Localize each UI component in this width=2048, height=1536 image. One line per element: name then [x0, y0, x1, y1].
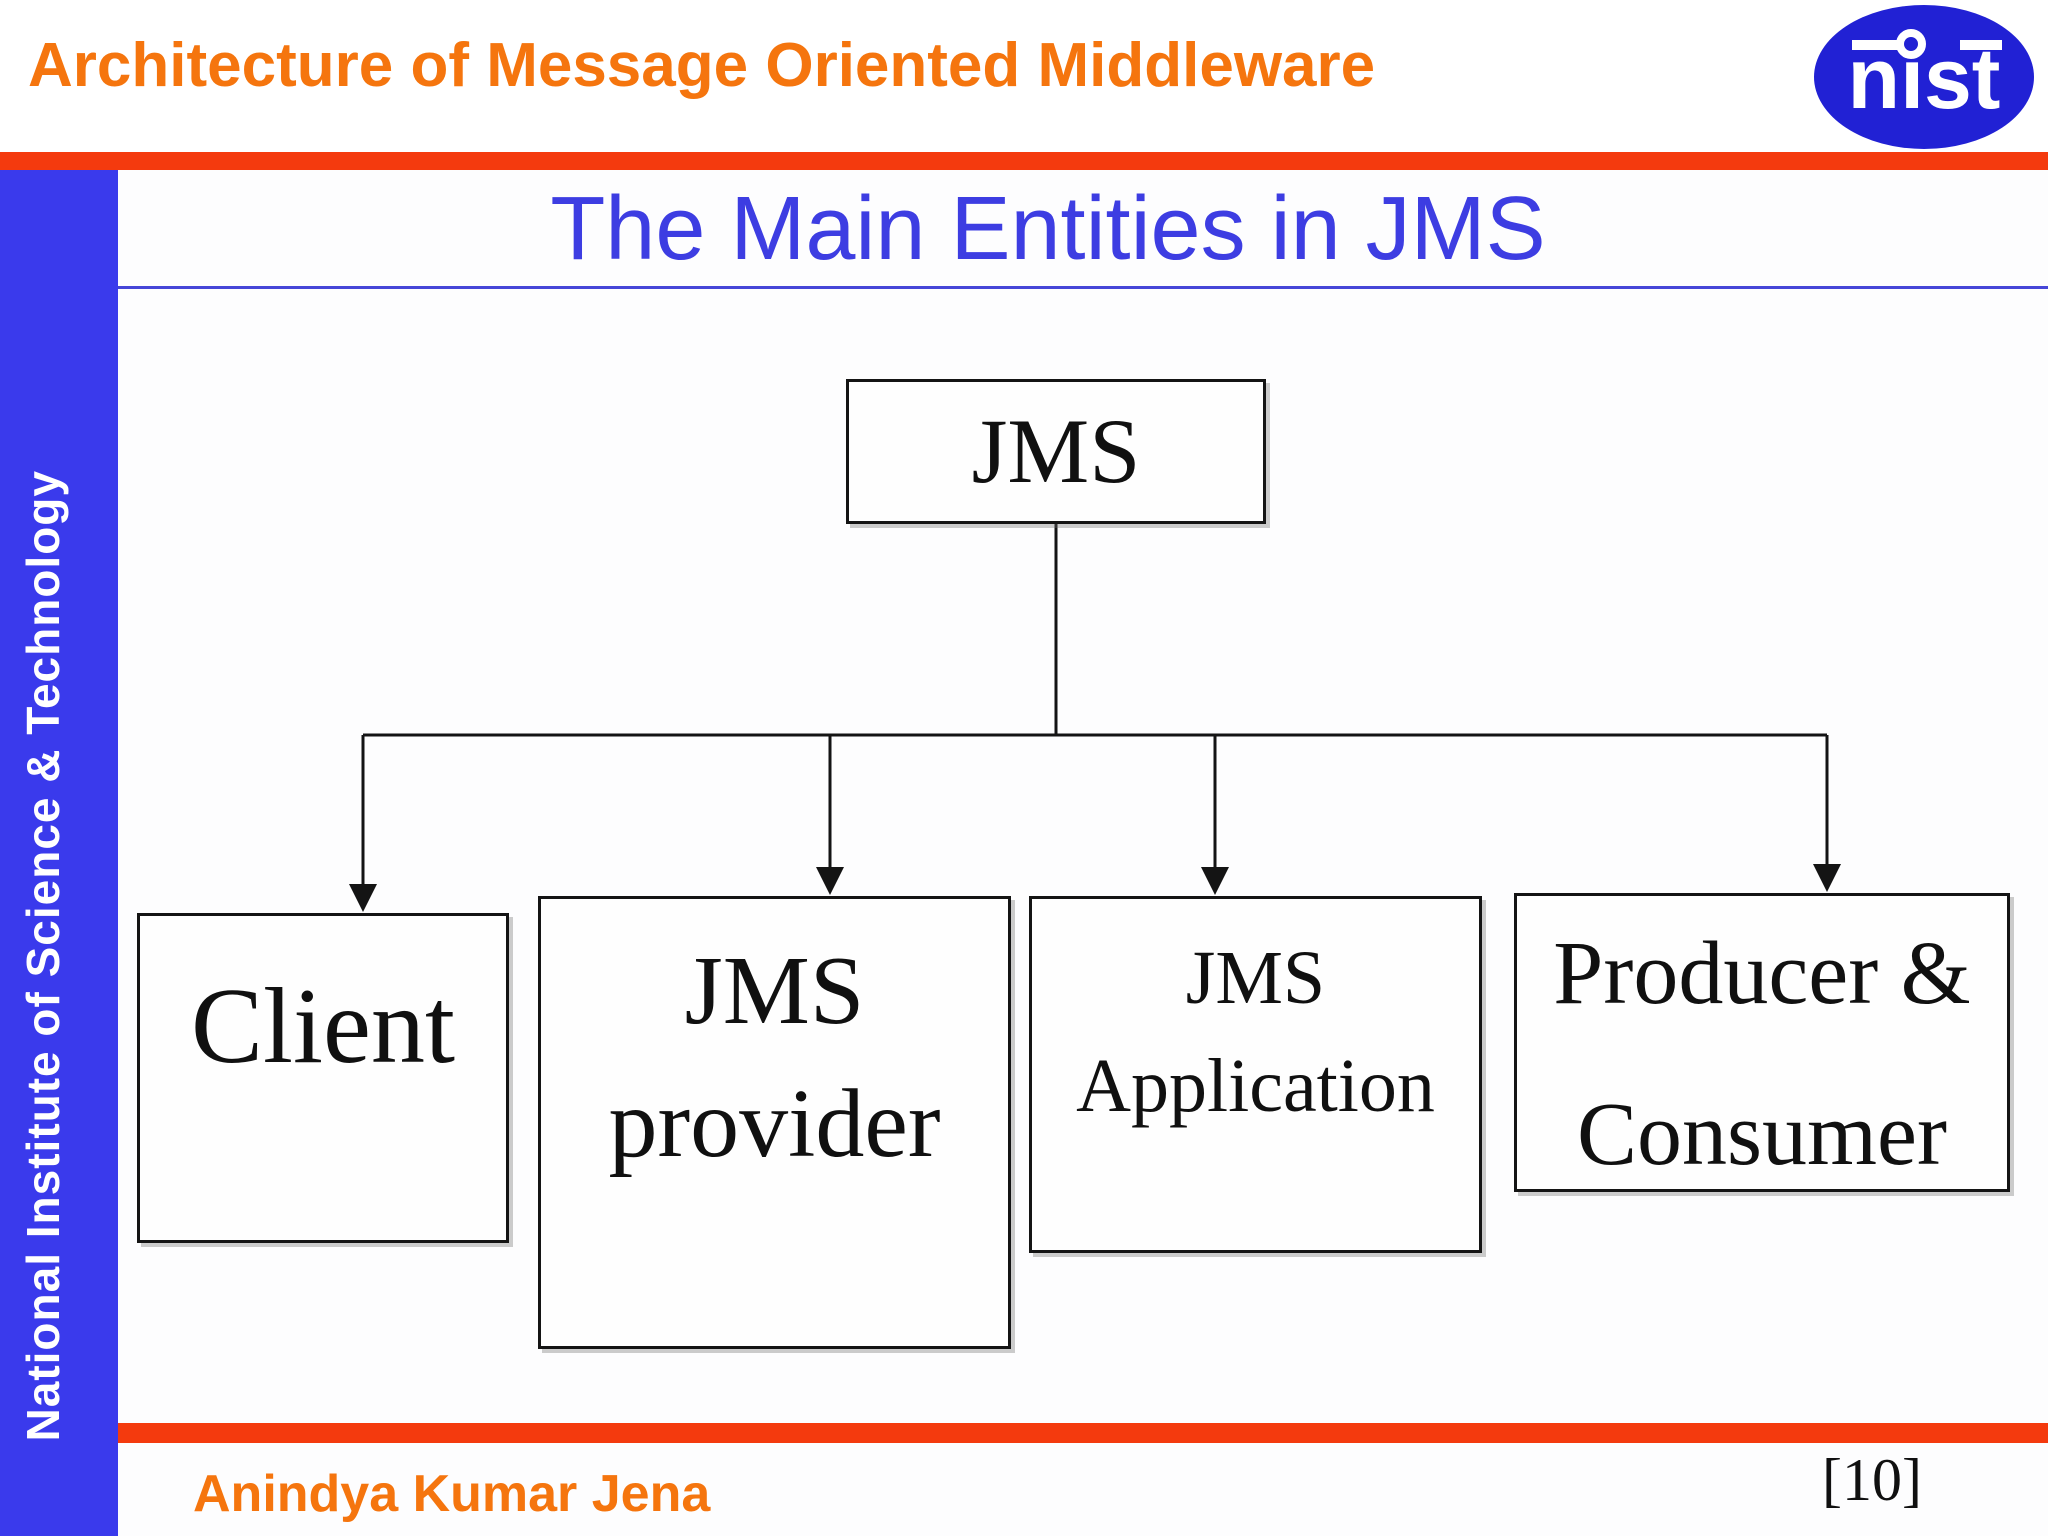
nist-logo: nıst: [1814, 5, 2034, 149]
arrow-to-application: [1201, 867, 1229, 895]
diagram-node-jms-application: JMS Application: [1029, 896, 1482, 1253]
node-label-line1: JMS: [684, 937, 865, 1045]
node-label: JMS: [971, 400, 1141, 502]
arrow-to-provider: [816, 867, 844, 895]
diagram-node-client: Client: [137, 913, 509, 1243]
arrow-to-producer: [1813, 864, 1841, 892]
diagram-node-jms: JMS: [846, 379, 1266, 524]
top-divider-bar: [0, 152, 2048, 170]
header-bar: Architecture of Message Oriented Middlew…: [0, 0, 2048, 152]
node-label-line1: JMS: [1185, 936, 1326, 1020]
page-title: Architecture of Message Oriented Middlew…: [28, 31, 1376, 100]
node-label-line2: Application: [1076, 1043, 1435, 1128]
diagram-node-producer-consumer: Producer & Consumer: [1514, 893, 2010, 1192]
slide-title: The Main Entities in JMS: [550, 179, 1546, 279]
author-name: Anindya Kumar Jena: [193, 1465, 711, 1523]
bottom-divider-bar: [118, 1423, 2048, 1443]
diagram-node-jms-provider: JMS provider: [538, 896, 1011, 1349]
node-label-line2: provider: [608, 1070, 941, 1179]
title-underline: [118, 286, 2048, 289]
node-label-line1: Producer &: [1553, 924, 1971, 1023]
page-number: [10]: [1822, 1447, 1922, 1513]
node-label-line1: Client: [191, 967, 455, 1086]
node-label-line2: Consumer: [1577, 1085, 1947, 1184]
arrow-to-client: [349, 884, 377, 912]
sidebar-institute-label: National Institute of Science & Technolo…: [17, 469, 69, 1441]
sidebar: National Institute of Science & Technolo…: [0, 170, 118, 1536]
